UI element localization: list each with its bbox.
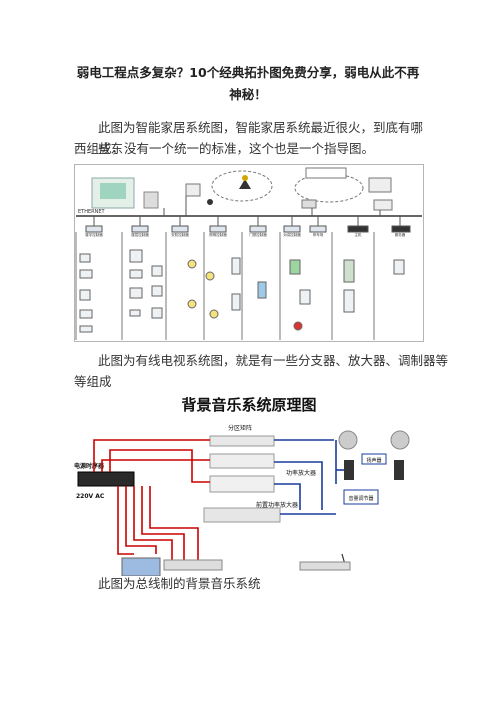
power-wiring xyxy=(93,439,210,560)
diagram-title: 背景音乐系统原理图 xyxy=(181,396,316,414)
smart-home-topology-figure: ETHERNET xyxy=(74,164,424,342)
server-icon xyxy=(143,191,159,209)
background-music-diagram: 背景音乐系统原理图 分区矩阵 功率放大器 前置功率放大器 电源时序器 220V … xyxy=(74,390,424,577)
controller-label: 主机 xyxy=(355,232,363,237)
intro-line2: 西组成，没有一个统一的标准，这个也是一个指导图。 xyxy=(74,141,375,156)
wall-speaker-icon xyxy=(344,460,354,480)
controller-row xyxy=(85,216,411,233)
caption-figure3: 此图为总线制的背景音乐系统 xyxy=(98,576,261,591)
computer-icon xyxy=(185,183,201,197)
sequencer-label: 电源时序器 xyxy=(74,462,105,470)
controller-label: 安防控制器 xyxy=(171,232,189,237)
power-input-label: 220V AC xyxy=(76,493,105,500)
power-amp-device xyxy=(209,453,275,469)
controller-label: 楼宇控制器 xyxy=(85,232,103,237)
sequencer-device xyxy=(77,471,135,487)
wall-speaker-icon xyxy=(394,460,404,480)
caption-figure2-line1: 此图为有线电视系统图，就是有一些分支器、放大器、调制器等 xyxy=(98,353,449,368)
zone-matrix-device xyxy=(209,435,275,447)
laptop-icon xyxy=(368,177,392,193)
ceiling-speaker-icon xyxy=(338,430,358,450)
end-devices xyxy=(79,249,405,333)
controller-label: 门禁控制器 xyxy=(249,232,267,237)
amp2-device xyxy=(209,475,275,493)
caption-figure2-line2: 等组成 xyxy=(74,374,112,389)
article-title-line1: 弱电工程点多复杂？10个经典拓扑图免费分享，弱电从此不再 xyxy=(76,65,420,80)
speakers xyxy=(338,430,410,480)
controller-label: 照明控制器 xyxy=(209,232,227,237)
signal-wiring xyxy=(274,439,336,515)
controller-label: 对讲控制器 xyxy=(283,232,301,237)
pre-amp-label: 前置功率放大器 xyxy=(256,501,298,509)
music-system-svg: 背景音乐系统原理图 分区矩阵 功率放大器 前置功率放大器 电源时序器 220V … xyxy=(74,396,410,577)
ceiling-speaker-icon xyxy=(390,430,410,450)
topology-diagram: ETHERNET xyxy=(74,164,424,342)
intro-line1: 此图为智能家居系统图，智能家居系统最近很火，到底有哪些东 xyxy=(98,120,424,156)
volume-controller-label: 音量调节器 xyxy=(348,495,373,502)
zone-matrix-label: 分区矩阵 xyxy=(228,424,252,432)
controller-label: 服务器 xyxy=(395,232,406,237)
power-amp-label: 功率放大器 xyxy=(286,469,316,477)
speaker-label: 扬声器 xyxy=(366,457,381,464)
tuner-device xyxy=(163,559,223,571)
ethernet-label: ETHERNET xyxy=(78,209,106,215)
controller-label: 楼层控制器 xyxy=(131,232,149,237)
article-title-line2: 神秘！ xyxy=(229,87,267,102)
cloud-icon xyxy=(211,170,273,202)
pre-amp-device xyxy=(203,507,281,523)
controller-label: 停车场 xyxy=(313,232,324,237)
